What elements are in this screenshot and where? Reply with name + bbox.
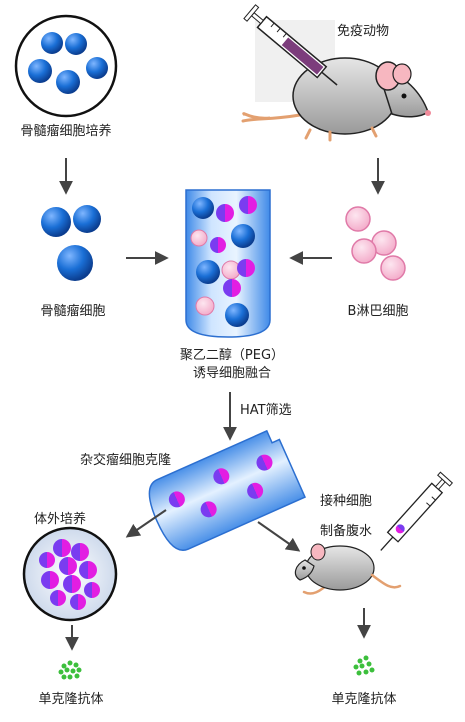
in-vitro-culture-dish	[22, 526, 118, 622]
myeloma-cells-label: 骨髓瘤细胞	[40, 304, 106, 319]
antibody-particles-right	[353, 655, 375, 676]
myeloma-culture-dish	[14, 14, 118, 118]
antibody-particles-left	[58, 660, 82, 680]
myeloma-culture-label: 骨髓瘤细胞培养	[20, 124, 112, 139]
in-vitro-culture-label: 体外培养	[34, 512, 87, 527]
fusion-tube	[185, 189, 271, 338]
inject-label-line1: 接种细胞	[320, 494, 373, 509]
immunized-mouse-illustration	[241, 4, 431, 142]
arrow-clone-to-mouse	[257, 521, 301, 552]
hat-screen-label: HAT筛选	[240, 403, 292, 418]
hybridoma-clone-label: 杂交瘤细胞克隆	[80, 453, 172, 468]
b-cells-illustration	[345, 206, 406, 281]
b-cells-label: B淋巴细胞	[347, 304, 409, 319]
fusion-label-line2: 诱导细胞融合	[192, 366, 272, 381]
fusion-label-line1: 聚乙二醇（PEG）	[179, 348, 285, 363]
myeloma-cells-illustration	[41, 205, 101, 281]
hybridoma-clone-tube	[148, 429, 306, 551]
arrow-clone-to-invitro	[125, 509, 167, 538]
inoculated-mouse-illustration	[294, 471, 454, 595]
immunize-animal-label: 免疫动物	[337, 24, 390, 39]
mab-left-label: 单克隆抗体	[38, 692, 104, 707]
mab-right-label: 单克隆抗体	[331, 692, 397, 707]
inject-label-line2: 制备腹水	[320, 524, 373, 539]
